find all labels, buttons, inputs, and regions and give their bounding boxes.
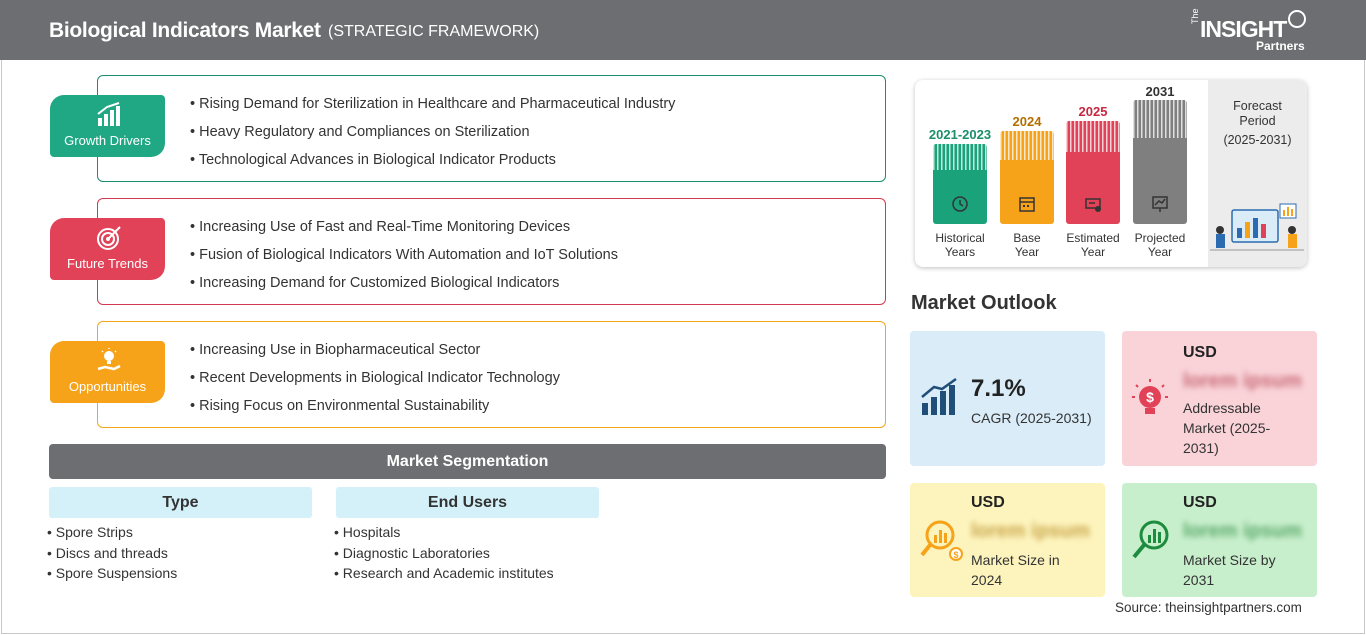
list-item: Heavy Regulatory and Compliances on Ster… bbox=[190, 122, 675, 150]
end-users-list: Hospitals Diagnostic Laboratories Resear… bbox=[334, 524, 554, 586]
addressable-value: lorem ipsum bbox=[1183, 370, 1302, 392]
timeline-bar-stripes-2 bbox=[1066, 121, 1120, 152]
list-item: Hospitals bbox=[334, 524, 554, 545]
addressable-label: Addressable Market (2025-2031) bbox=[1183, 400, 1271, 456]
growth-drivers-label: Growth Drivers bbox=[64, 133, 151, 148]
size-2024-value: lorem ipsum bbox=[971, 520, 1090, 542]
cagr-value: 7.1% bbox=[971, 375, 1026, 402]
type-heading: Type bbox=[49, 487, 312, 518]
opportunities-badge: Opportunities bbox=[50, 341, 165, 403]
period-label: Period bbox=[1239, 114, 1276, 128]
magnifier-chart-icon bbox=[1132, 520, 1169, 559]
dollar-bulb-icon: $ bbox=[1132, 379, 1168, 414]
growth-drivers-list: Rising Demand for Sterilization in Healt… bbox=[190, 94, 676, 178]
timeline-year-2: 2025 bbox=[1078, 104, 1108, 119]
list-item: Technological Advances in Biological Ind… bbox=[190, 150, 675, 178]
size-2031-label: Market Size by 2031 bbox=[1183, 552, 1276, 588]
list-item: Research and Academic institutes bbox=[334, 565, 554, 586]
content-frame bbox=[1, 60, 1365, 634]
market-size-2024-card: $ USD lorem ipsum Market Size in 2024 bbox=[910, 483, 1105, 597]
forecast-label: Forecast bbox=[1233, 99, 1282, 113]
list-item: Rising Demand for Sterilization in Healt… bbox=[190, 94, 675, 122]
svg-text:$: $ bbox=[1146, 389, 1154, 405]
list-item: Rising Focus on Environmental Sustainabi… bbox=[190, 396, 560, 424]
addressable-market-card: $ USD lorem ipsum Addressable Market (20… bbox=[1122, 331, 1317, 466]
timeline-bar-stripes-1 bbox=[1000, 131, 1054, 160]
projection-icon bbox=[1152, 196, 1168, 212]
page-subtitle: (STRATEGIC FRAMEWORK) bbox=[328, 23, 540, 40]
list-item: Spore Suspensions bbox=[47, 565, 177, 586]
cagr-label: CAGR (2025-2031) bbox=[971, 410, 1092, 426]
logo-bulb-icon bbox=[1288, 10, 1306, 28]
opportunities-card: Increasing Use in Biopharmaceutical Sect… bbox=[97, 321, 886, 428]
insight-partners-logo[interactable]: The INSIGHT Partners bbox=[1190, 8, 1310, 54]
growth-drivers-badge: Growth Drivers bbox=[50, 95, 165, 157]
logo-partners-text: Partners bbox=[1256, 39, 1305, 53]
list-item: Increasing Demand for Customized Biologi… bbox=[190, 273, 618, 301]
logo-the-text: The bbox=[1190, 8, 1200, 24]
opportunities-list: Increasing Use in Biopharmaceutical Sect… bbox=[190, 340, 560, 424]
list-item: Recent Developments in Biological Indica… bbox=[190, 368, 560, 396]
end-users-heading: End Users bbox=[336, 487, 599, 518]
timeline-bar-stripes-0 bbox=[933, 144, 987, 170]
estimate-icon bbox=[1085, 198, 1101, 212]
growth-chart-icon bbox=[921, 377, 957, 415]
growth-chart-icon bbox=[97, 102, 120, 126]
history-icon bbox=[952, 196, 968, 212]
market-size-2031-card: USD lorem ipsum Market Size by 2031 bbox=[1122, 483, 1317, 597]
addressable-currency: USD bbox=[1183, 344, 1217, 361]
timeline-bar-stripes-3 bbox=[1133, 100, 1187, 138]
forecast-range: (2025-2031) bbox=[1223, 133, 1292, 147]
opportunities-label: Opportunities bbox=[68, 379, 147, 394]
header-bar: Biological Indicators Market (STRATEGIC … bbox=[0, 0, 1366, 60]
list-item: Diagnostic Laboratories bbox=[334, 545, 554, 566]
future-trends-card: Increasing Use of Fast and Real-Time Mon… bbox=[97, 198, 886, 305]
analysts-illustration-icon bbox=[1210, 203, 1304, 251]
list-item: Increasing Use in Biopharmaceutical Sect… bbox=[190, 340, 560, 368]
timeline-year-0: 2021-2023 bbox=[928, 127, 992, 142]
timeline-bar-1 bbox=[1000, 160, 1054, 224]
size-2031-value: lorem ipsum bbox=[1183, 520, 1302, 542]
svg-text:$: $ bbox=[953, 550, 958, 560]
source-note: Source: theinsightpartners.com bbox=[1115, 600, 1302, 615]
list-item: Discs and threads bbox=[47, 545, 177, 566]
cagr-card: 7.1% CAGR (2025-2031) bbox=[910, 331, 1105, 466]
future-trends-label: Future Trends bbox=[67, 256, 148, 271]
future-trends-badge: Future Trends bbox=[50, 218, 165, 280]
market-segmentation-header: Market Segmentation bbox=[49, 444, 886, 479]
growth-drivers-card: Rising Demand for Sterilization in Healt… bbox=[97, 75, 886, 182]
magnifier-coins-icon: $ bbox=[920, 520, 963, 561]
logo-insight-text: INSIGHT bbox=[1200, 16, 1287, 42]
market-outlook-title: Market Outlook bbox=[911, 292, 1057, 314]
list-item: Spore Strips bbox=[47, 524, 177, 545]
calendar-icon bbox=[1019, 197, 1035, 212]
timeline-year-1: 2024 bbox=[1012, 114, 1042, 129]
type-list: Spore Strips Discs and threads Spore Sus… bbox=[47, 524, 177, 586]
size-2031-currency: USD bbox=[1183, 494, 1217, 511]
size-2024-label: Market Size in 2024 bbox=[971, 552, 1060, 588]
future-trends-list: Increasing Use of Fast and Real-Time Mon… bbox=[190, 217, 618, 301]
size-2024-currency: USD bbox=[971, 494, 1005, 511]
list-item: Increasing Use of Fast and Real-Time Mon… bbox=[190, 217, 618, 245]
hand-lightbulb-icon bbox=[97, 348, 121, 371]
target-icon bbox=[97, 226, 121, 250]
page-title: Biological Indicators Market bbox=[49, 19, 321, 42]
timeline-year-3: 2031 bbox=[1145, 84, 1175, 99]
timeline-bar-2 bbox=[1066, 152, 1120, 224]
list-item: Fusion of Biological Indicators With Aut… bbox=[190, 245, 618, 273]
